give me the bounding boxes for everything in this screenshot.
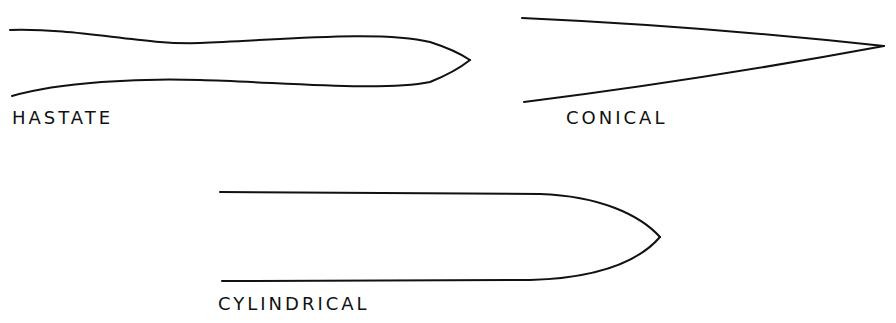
shape-label: HASTATE (12, 108, 113, 129)
shape-label-holder: HASTATE (12, 108, 113, 129)
cylindrical-outline-top (220, 192, 660, 237)
conical-outline-bottom (524, 46, 884, 102)
cylindrical-outline-bottom (222, 237, 660, 281)
shape-label: CYLINDRICAL (218, 294, 370, 315)
shape-label-holder: CYLINDRICAL (218, 294, 370, 315)
conical-outline-top (522, 18, 884, 46)
shape-label: CONICAL (566, 108, 667, 129)
hastate-outline-top (10, 30, 470, 60)
shape-label-holder: CONICAL (566, 108, 667, 129)
hastate-outline-bottom (12, 60, 470, 96)
